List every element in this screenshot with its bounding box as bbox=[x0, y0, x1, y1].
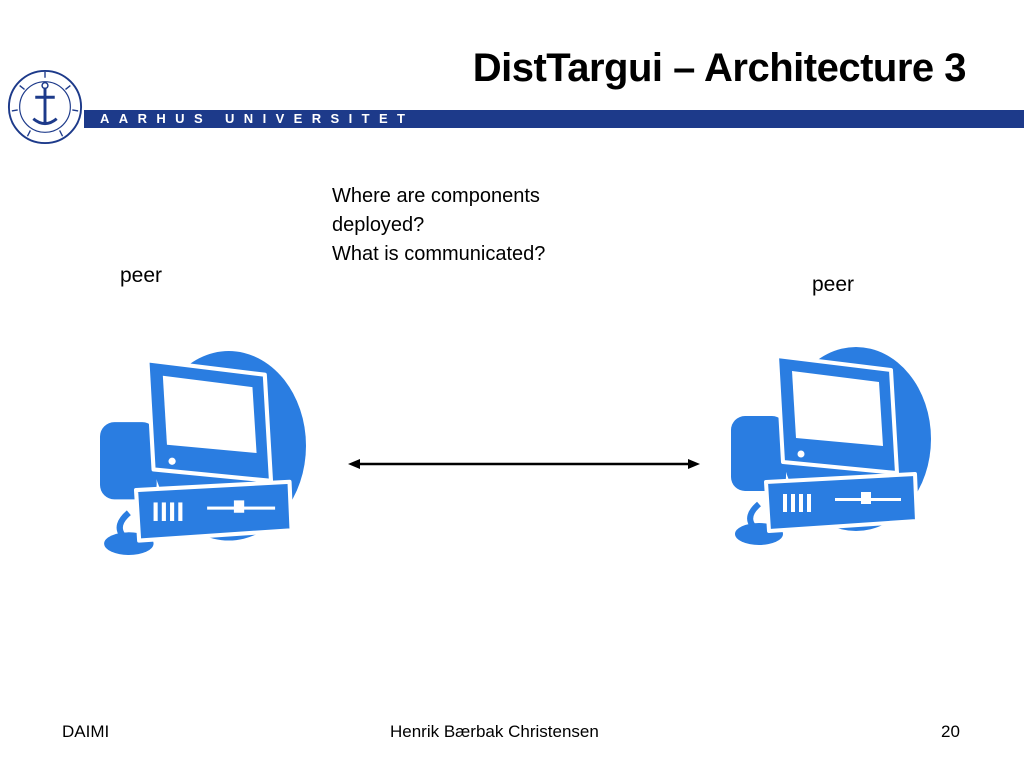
page-number: 20 bbox=[941, 722, 960, 741]
question-line: Where are components bbox=[332, 185, 540, 207]
peer-label-left: peer bbox=[120, 264, 163, 287]
footer-center: Henrik Bærbak Christensen bbox=[390, 722, 599, 741]
bidirectional-arrow bbox=[348, 459, 700, 469]
question-line: What is communicated? bbox=[332, 243, 546, 265]
university-seal-icon bbox=[7, 69, 83, 145]
university-bar: AARHUS UNIVERSITET bbox=[84, 110, 1024, 128]
computer-icon bbox=[731, 347, 931, 545]
slide-title: DistTargui – Architecture 3 bbox=[472, 46, 967, 90]
question-text: Where are components deployed? What is c… bbox=[332, 182, 545, 269]
footer-left: DAIMI bbox=[62, 722, 110, 741]
question-line: deployed? bbox=[332, 214, 425, 236]
peer-label-right: peer bbox=[812, 273, 855, 296]
computer-icon bbox=[100, 351, 306, 555]
university-name: AARHUS UNIVERSITET bbox=[100, 111, 415, 126]
